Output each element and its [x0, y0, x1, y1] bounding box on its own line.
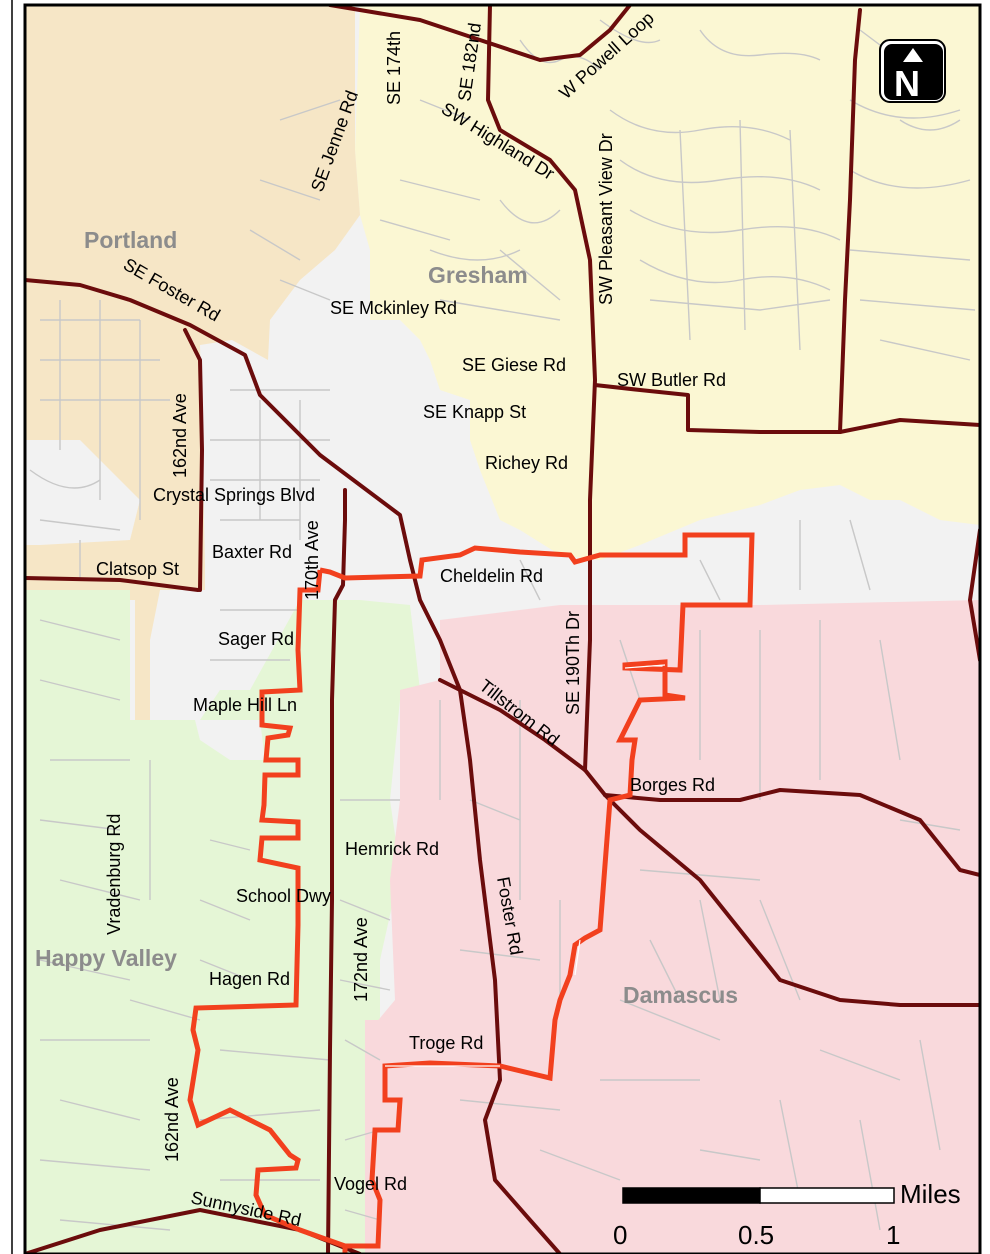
highlighted-route	[187, 532, 755, 1254]
city-label-portland: Portland	[84, 227, 177, 253]
gresham-area	[355, 5, 980, 560]
road-sw-butler	[593, 383, 980, 434]
road-label-baxter-rd: Baxter Rd	[212, 542, 292, 562]
road-tillstrom	[438, 678, 607, 797]
road-label-borges-rd: Borges Rd	[630, 775, 715, 795]
road-label-172nd-ave: 172nd Ave	[351, 917, 371, 1002]
major-roads	[25, 5, 980, 1254]
road-label-se-mckinley-rd: SE Mckinley Rd	[330, 298, 457, 318]
road-label-170th-ave: 170th Ave	[302, 520, 322, 600]
road-172nd	[326, 488, 347, 1254]
road-north-diagonal	[328, 5, 632, 62]
road-label-se-190th-dr: SE 190Th Dr	[563, 611, 583, 715]
city-label-happy-valley: Happy Valley	[35, 945, 177, 971]
road-label-clatsop-st: Clatsop St	[96, 559, 179, 579]
road-label-crystal-springs-blvd: Crystal Springs Blvd	[153, 485, 315, 505]
road-se-182nd	[486, 5, 597, 772]
city-label-gresham: Gresham	[428, 262, 528, 288]
map-frame	[23, 3, 982, 1254]
road-label-richey-rd: Richey Rd	[485, 453, 568, 473]
route-inner-lines	[385, 664, 666, 1067]
minor-streets	[29, 19, 976, 1231]
road-label-vradenburg-rd: Vradenburg Rd	[104, 814, 124, 935]
road-label-se-knapp-st: SE Knapp St	[423, 402, 526, 422]
road-southeast	[603, 793, 980, 1007]
road-label-cheldelin-rd: Cheldelin Rd	[440, 566, 543, 586]
scale-unit-label: Miles	[900, 1179, 961, 1209]
scale-tick-half: 0.5	[738, 1220, 774, 1250]
road-label-162nd-ave-north: 162nd Ave	[170, 393, 190, 478]
north-arrow-icon: N	[879, 39, 946, 104]
road-label-se-giese-rd: SE Giese Rd	[462, 355, 566, 375]
happy-valley-gap	[195, 720, 265, 760]
city-label-damascus: Damascus	[623, 982, 738, 1008]
road-label-se-174th: SE 174th	[384, 31, 404, 105]
road-clatsop	[25, 576, 200, 592]
road-se-foster	[25, 278, 562, 1254]
scale-tick-0: 0	[613, 1220, 627, 1250]
scale-tick-1: 1	[886, 1220, 900, 1250]
road-label-hagen-rd: Hagen Rd	[209, 969, 290, 989]
scale-bar: Miles 0 0.5 1	[613, 1179, 961, 1250]
damascus-area	[365, 600, 980, 1254]
road-label-vogel-rd: Vogel Rd	[334, 1174, 407, 1194]
road-label-maple-hill-ln: Maple Hill Ln	[193, 695, 297, 715]
road-label-hemrick-rd: Hemrick Rd	[345, 839, 439, 859]
road-label-sager-rd: Sager Rd	[218, 629, 294, 649]
road-label-school-dwy: School Dwy	[236, 886, 331, 906]
road-label-sw-pleasant-view-dr: SW Pleasant View Dr	[596, 133, 616, 305]
road-label-troge-rd: Troge Rd	[409, 1033, 483, 1053]
portland-area-detail	[25, 440, 140, 545]
road-162nd-north	[183, 328, 204, 592]
road-label-sw-butler-rd: SW Butler Rd	[617, 370, 726, 390]
road-borges	[603, 788, 980, 877]
road-east-north	[838, 8, 862, 434]
road-east-edge	[968, 528, 980, 662]
road-label-162nd-ave-south: 162nd Ave	[162, 1077, 182, 1162]
svg-text:N: N	[894, 63, 920, 104]
happy-valley-area	[25, 590, 420, 1254]
